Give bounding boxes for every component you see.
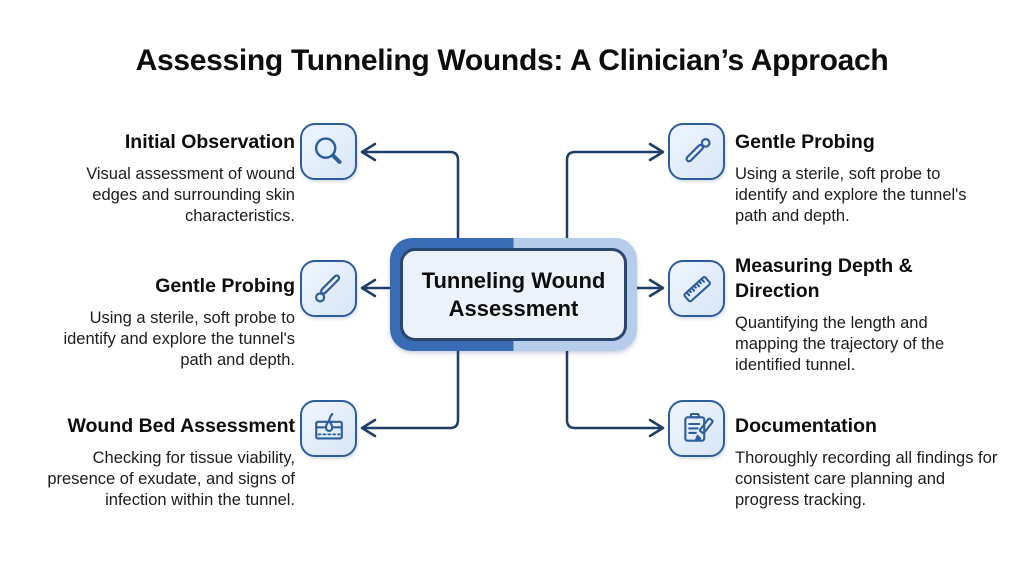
branch-documentation: Documentation Thoroughly recording all f… [735,414,1007,511]
icon-tile-gentle-probing-left [300,260,357,317]
branch-measuring: Measuring Depth & Direction Quantifying … [735,254,980,376]
branch-description: Visual assessment of wound edges and sur… [86,165,295,225]
central-node-label: Tunneling Wound Assessment [421,267,606,321]
icon-tile-wound-bed [300,400,357,457]
icon-tile-measuring [668,260,725,317]
clipboard-pencil-icon [683,412,714,442]
branch-title: Documentation [735,415,877,437]
arrowhead-mid-right [648,278,665,298]
arrowhead-mid-left [360,278,377,298]
branch-description: Quantifying the length and mapping the t… [735,314,945,374]
branch-description: Using a sterile, soft probe to identify … [63,309,295,369]
branch-title: Gentle Probing [735,131,875,153]
icon-tile-gentle-probing-right [668,123,725,180]
branch-wound-bed: Wound Bed Assessment Checking for tissue… [35,414,295,511]
branch-title: Gentle Probing [155,275,295,297]
page-title: Assessing Tunneling Wounds: A Clinician’… [135,44,889,77]
branch-description: Using a sterile, soft probe to identify … [735,165,967,225]
ruler-icon [682,275,711,302]
probe-icon [684,137,711,162]
connector-top-right [565,150,663,240]
branch-description: Checking for tissue viability, presence … [47,449,295,509]
branch-title: Measuring Depth & Direction [735,255,913,302]
icon-tile-initial-observation [300,123,357,180]
connector-top-left [362,150,460,240]
arrowhead-bottom-left [360,418,377,438]
central-node-inner: Tunneling Wound Assessment [400,248,627,341]
branch-gentle-probing-left: Gentle Probing Using a sterile, soft pro… [60,274,295,371]
swab-probe-icon [314,273,340,302]
connector-bottom-left [362,349,460,430]
arrowhead-top-right [648,142,665,162]
icon-tile-documentation [668,400,725,457]
branch-description: Thoroughly recording all findings for co… [735,449,998,509]
connector-bottom-right [565,349,663,430]
branch-gentle-probing-right: Gentle Probing Using a sterile, soft pro… [735,130,993,227]
branch-initial-observation: Initial Observation Visual assessment of… [40,130,295,227]
central-node: Tunneling Wound Assessment [390,238,637,351]
arrowhead-top-left [360,142,377,162]
branch-title: Initial Observation [124,131,295,153]
arrowhead-bottom-right [648,418,665,438]
branch-title: Wound Bed Assessment [67,415,295,437]
magnifier-icon [314,136,342,164]
skin-layers-icon [314,412,343,439]
